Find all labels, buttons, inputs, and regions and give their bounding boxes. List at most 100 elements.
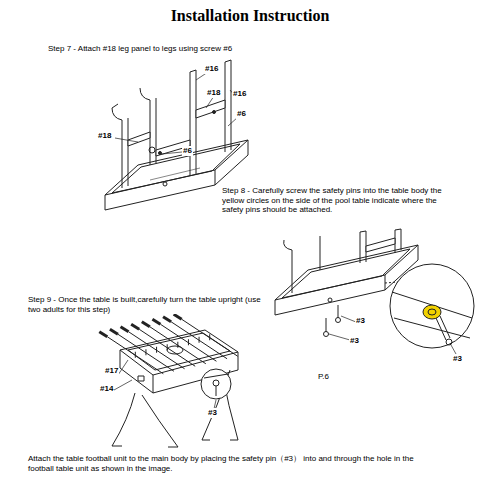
leg-panel xyxy=(128,100,225,156)
safety-pin xyxy=(324,332,329,337)
step-text: Step 9 - Once the table is built,careful… xyxy=(28,295,273,314)
note-text: Attach the table football unit to the ma… xyxy=(28,454,428,473)
screw xyxy=(159,152,162,155)
magnifier xyxy=(392,292,472,318)
leader-line xyxy=(118,360,128,375)
magnifier xyxy=(201,369,231,399)
magnifier xyxy=(428,309,436,315)
player-rod xyxy=(99,314,237,374)
table-body xyxy=(163,182,167,186)
player-rod xyxy=(167,344,168,350)
callout-number: #16 xyxy=(204,64,219,74)
leg-panel xyxy=(128,132,150,146)
player-rod xyxy=(160,324,216,361)
leader-line xyxy=(329,316,456,354)
player-rod xyxy=(156,347,157,353)
safety-pin xyxy=(336,318,341,323)
step-text: Step 7 - Attach #18 leg panel to legs us… xyxy=(48,44,232,54)
player-rod xyxy=(129,332,185,369)
callout-number: #6 xyxy=(236,109,247,119)
table-body xyxy=(328,298,332,302)
magnifier xyxy=(204,374,228,378)
magnifier xyxy=(213,380,219,386)
callout-number: #18 xyxy=(206,88,221,98)
table-leg xyxy=(360,231,366,263)
callout-number: #14 xyxy=(99,384,114,394)
player-rod xyxy=(110,329,118,334)
table-leg xyxy=(112,60,231,188)
player-rod xyxy=(152,319,160,324)
leader-line xyxy=(114,360,216,409)
callout-number: #3 xyxy=(207,408,218,418)
player-rod xyxy=(199,337,200,343)
safety-pin xyxy=(324,305,341,337)
leg-panel xyxy=(196,100,225,118)
table-leg xyxy=(112,104,122,188)
table-leg xyxy=(112,393,135,446)
table-leg xyxy=(284,229,401,293)
callout-number: #17 xyxy=(104,366,119,376)
player-rod xyxy=(188,339,189,345)
magnifier xyxy=(385,264,474,348)
player-rod xyxy=(99,332,107,337)
player-rod xyxy=(163,317,171,322)
table-body xyxy=(150,168,200,180)
table-leg xyxy=(366,238,395,252)
safety-pin xyxy=(326,318,327,332)
leader-line xyxy=(329,334,350,340)
magnifier xyxy=(385,282,398,283)
screw xyxy=(213,111,216,114)
table-leg xyxy=(140,88,150,165)
player-rod xyxy=(121,327,129,332)
magnifier xyxy=(436,316,450,340)
table-leg xyxy=(128,118,129,186)
magnifier xyxy=(390,264,474,348)
magnifier xyxy=(394,318,470,338)
player-rod xyxy=(142,322,150,327)
player-rod xyxy=(209,334,210,340)
table-leg xyxy=(142,395,178,447)
callout-number: #3 xyxy=(355,316,366,326)
leader-line xyxy=(341,316,356,322)
callout-number: #3 xyxy=(349,336,360,346)
player-rod xyxy=(171,322,227,359)
callout-number: #6 xyxy=(182,146,193,156)
table-leg xyxy=(320,236,321,270)
table-body xyxy=(112,144,240,193)
player-rod xyxy=(118,334,174,371)
magnifier xyxy=(446,339,452,345)
player-rod xyxy=(177,342,178,348)
magnifier xyxy=(423,305,441,319)
player-rod xyxy=(150,327,206,364)
table-leg xyxy=(225,60,231,152)
player-rod xyxy=(174,314,182,319)
player-rod xyxy=(182,319,238,356)
table-leg xyxy=(284,240,292,293)
leader-line xyxy=(162,152,182,154)
player-rod xyxy=(145,349,146,355)
table-leg xyxy=(202,370,230,440)
table-leg xyxy=(112,440,238,447)
leader-line xyxy=(451,345,456,354)
magnifier xyxy=(201,369,231,399)
leader-line xyxy=(115,72,238,154)
magnifier xyxy=(216,386,217,396)
callout-number: #3 xyxy=(452,354,463,364)
player-rod xyxy=(131,324,139,329)
leader-line xyxy=(115,138,138,142)
callout-number: #18 xyxy=(97,131,112,141)
table-leg xyxy=(112,370,238,447)
player-rod xyxy=(135,352,136,358)
page-number: P.6 xyxy=(318,372,329,382)
table-body xyxy=(282,249,410,298)
table-leg xyxy=(190,70,196,176)
page-title: Installation Instruction xyxy=(0,6,500,25)
step-text: Step 8 - Carefully screw the safety pins… xyxy=(222,186,447,215)
player-rod xyxy=(139,329,195,366)
safety-pin xyxy=(338,305,339,318)
leader-line xyxy=(114,380,132,390)
football-unit xyxy=(138,376,144,381)
leader-line xyxy=(206,96,214,108)
table-leg xyxy=(395,229,401,253)
